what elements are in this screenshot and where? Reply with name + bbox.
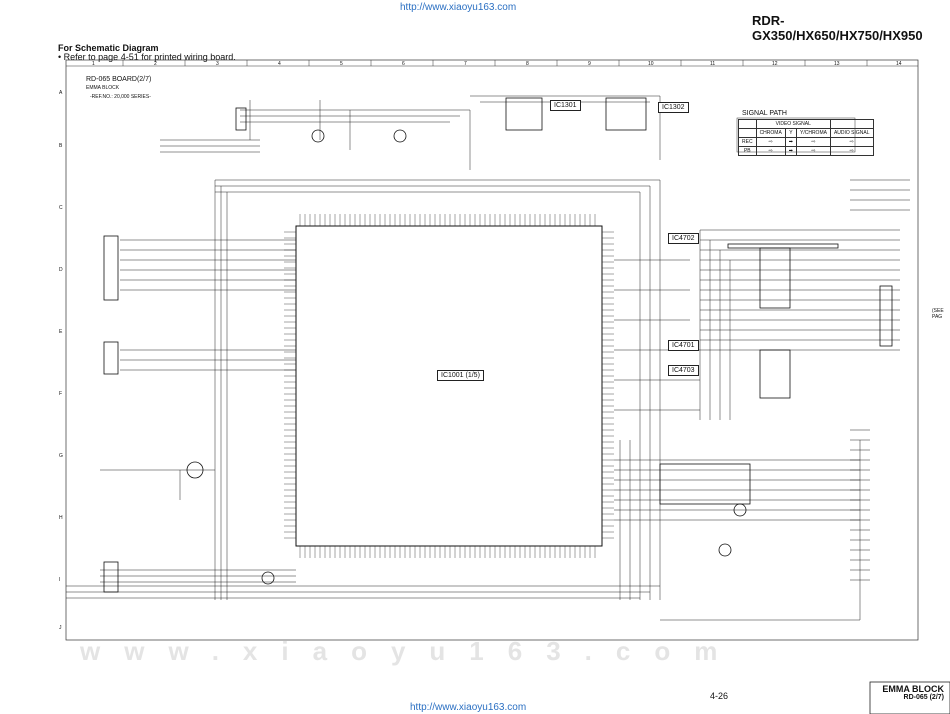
row-label: F bbox=[59, 391, 63, 397]
ic1001-label: IC1001 (1/5) bbox=[437, 370, 484, 381]
signal-path-row: REC bbox=[738, 137, 757, 147]
arrow-icon: ➡ bbox=[784, 146, 798, 156]
row-label: C bbox=[59, 205, 63, 211]
signal-path-col: AUDIO SIGNAL bbox=[829, 128, 874, 138]
watermark: www.xiaoyu163.com bbox=[80, 636, 742, 666]
col-label: 5 bbox=[340, 61, 343, 67]
arrow-icon: ⇨ bbox=[796, 137, 831, 147]
arrow-icon: ⇨ bbox=[755, 137, 786, 147]
row-label: B bbox=[59, 143, 63, 149]
col-label: 9 bbox=[588, 61, 591, 67]
col-label: 6 bbox=[402, 61, 405, 67]
arrow-icon: ⇨ bbox=[829, 137, 874, 147]
ic1302-label: IC1302 bbox=[658, 102, 689, 113]
col-label: 7 bbox=[464, 61, 467, 67]
col-label: 13 bbox=[834, 61, 840, 67]
bottom-url[interactable]: http://www.xiaoyu163.com bbox=[410, 702, 527, 713]
signal-path-col: CHROMA bbox=[755, 128, 786, 138]
footer-block-title: EMMA BLOCK bbox=[882, 684, 944, 694]
intro-title: For Schematic Diagram bbox=[58, 43, 159, 53]
side-note: (SEE PAG bbox=[932, 308, 944, 320]
intro-note: • Refer to page 4-51 for printed wiring … bbox=[58, 52, 236, 62]
board-block: EMMA BLOCK bbox=[86, 85, 120, 91]
signal-path-group: VIDEO SIGNAL bbox=[755, 119, 831, 129]
col-label: 3 bbox=[216, 61, 219, 67]
arrow-icon: ⇨ bbox=[796, 146, 831, 156]
signal-path-col: Y bbox=[784, 128, 798, 138]
col-label: 2 bbox=[154, 61, 157, 67]
arrow-icon: ⇨ bbox=[829, 146, 874, 156]
row-label: E bbox=[59, 329, 63, 335]
signal-path-title: SIGNAL PATH bbox=[742, 110, 787, 117]
arrow-icon: ⇨ bbox=[755, 146, 786, 156]
board-name: RD-065 BOARD(2/7) bbox=[86, 76, 152, 83]
ic4701-label: IC4701 bbox=[668, 340, 699, 351]
footer-block: EMMA BLOCK RD-065 (2/7) bbox=[874, 684, 944, 701]
row-label: G bbox=[59, 453, 63, 459]
page-number: 4-26 bbox=[710, 691, 729, 701]
col-label: 11 bbox=[710, 61, 716, 67]
row-label: D bbox=[59, 267, 63, 273]
footer-block-sub: RD-065 (2/7) bbox=[903, 694, 944, 701]
signal-path-table: VIDEO SIGNAL CHROMA Y Y/CHROMA AUDIO SIG… bbox=[738, 119, 874, 156]
col-label: 4 bbox=[278, 61, 281, 67]
top-url[interactable]: http://www.xiaoyu163.com bbox=[400, 2, 517, 13]
col-label: 1 bbox=[92, 61, 95, 67]
col-label: 8 bbox=[526, 61, 529, 67]
board-ref: -REF.NO.: 20,000 SERIES- bbox=[90, 94, 151, 100]
col-label: 10 bbox=[648, 61, 654, 67]
ic1301-label: IC1301 bbox=[550, 100, 581, 111]
row-label: J bbox=[59, 625, 62, 631]
row-label: H bbox=[59, 515, 63, 521]
signal-path-col: Y/CHROMA bbox=[796, 128, 831, 138]
col-label: 12 bbox=[772, 61, 778, 67]
model-title: RDR-GX350/HX650/HX750/HX950 bbox=[752, 13, 923, 43]
ic4703-label: IC4703 bbox=[668, 365, 699, 376]
col-label: 14 bbox=[896, 61, 902, 67]
signal-path-row: PB bbox=[738, 146, 757, 156]
ic4702-label: IC4702 bbox=[668, 233, 699, 244]
row-label: A bbox=[59, 90, 63, 96]
arrow-icon: ➡ bbox=[784, 137, 798, 147]
row-label: I bbox=[59, 577, 61, 583]
